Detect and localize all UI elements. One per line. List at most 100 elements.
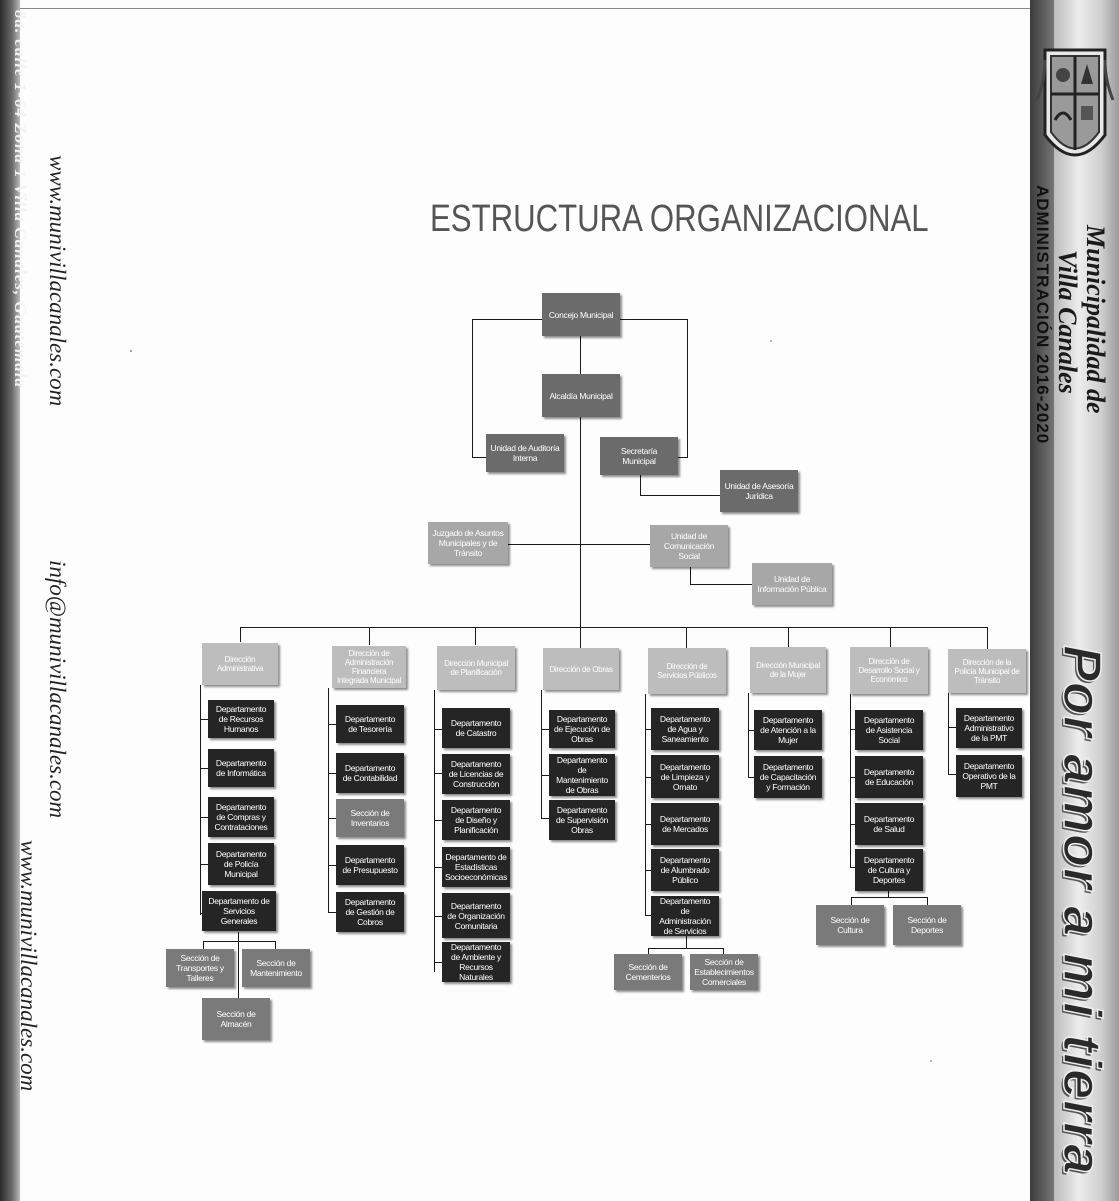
connector (328, 773, 336, 774)
administration-text: ADMINISTRACIÓN 2016-2020 (1033, 185, 1052, 445)
connector (240, 627, 241, 642)
department-box: Departamento de Ejecución de Obras (549, 710, 615, 748)
connector (686, 935, 687, 949)
section-box: Sección de Deportes (893, 905, 961, 945)
connector (645, 824, 651, 825)
connector (580, 336, 581, 628)
connector (850, 777, 855, 778)
connector (890, 627, 891, 647)
connector (927, 897, 928, 905)
connector (948, 774, 956, 775)
municipal-crest-icon (1035, 48, 1115, 157)
section-box: Sección de Mantenimiento (242, 949, 310, 987)
department-box: Departamento de Compras y Contrataciones (208, 797, 274, 837)
department-box: Departamento de Administración de Servic… (651, 896, 719, 936)
department-box: Departamento Administrativo de la PMT (956, 708, 1022, 748)
connector (541, 775, 549, 776)
connector (328, 724, 336, 725)
slogan-text: Por amor a mi tierra (1051, 644, 1113, 1176)
section-box: Sección de Inventarios (336, 799, 404, 837)
connector (434, 773, 442, 774)
connector (678, 457, 688, 458)
department-box: Departamento Operativo de la PMT (956, 755, 1022, 797)
connector (648, 948, 724, 949)
email-text: info@munivillacanales.com (45, 560, 70, 819)
connector (645, 915, 651, 916)
banner-dark-band (1030, 0, 1054, 1201)
org-box-concejo: Concejo Municipal (542, 293, 620, 336)
connector (686, 627, 687, 648)
connector (200, 768, 208, 769)
direction-mujer: Dirección Municipal de la Mujer (750, 647, 826, 693)
connector (788, 627, 789, 647)
department-box: Departamento de Limpieza y Ornato (651, 755, 719, 798)
speck (770, 340, 772, 342)
connector (640, 470, 641, 495)
department-box: Departamento de Organización Comunitaria (442, 893, 510, 938)
org-box-informacion: Unidad de Información Pública (752, 563, 832, 605)
org-box-auditoria: Unidad de Auditoría Interna (486, 434, 564, 472)
connector (987, 627, 988, 649)
connector (200, 817, 208, 818)
direction-desarrollo-social: Dirección de Desarrollo Social y Económi… (850, 647, 928, 694)
org-box-comunicacion: Unidad de Comunicación Social (650, 525, 728, 567)
connector (434, 690, 435, 972)
speck (930, 1060, 932, 1062)
website-text-repeat: www.munivillacanales.com (16, 840, 41, 1092)
connector (328, 912, 336, 913)
department-box: Departamento de Salud (855, 803, 923, 845)
connector (434, 867, 442, 868)
direction-financiera: Dirección de Administración Financiera I… (332, 646, 406, 688)
section-box: Sección de Transportes y Talleres (166, 949, 234, 987)
connector (434, 962, 442, 963)
connector (748, 693, 749, 778)
connector (690, 584, 752, 585)
chart-title: ESTRUCTURA ORGANIZACIONAL (430, 198, 929, 240)
connector (238, 932, 239, 998)
left-edge-strip: 8a. calle 1-64 Zona 1 Villa Canales, Gua… (0, 0, 30, 1201)
connector (851, 897, 928, 898)
department-box: Departamento de Servicios Generales (202, 891, 276, 931)
org-box-alcaldia: Alcaldía Municipal (542, 374, 620, 417)
org-box-asesoria: Unidad de Asesoría Jurídica (720, 470, 798, 512)
section-box: Sección de Almacén (202, 998, 270, 1040)
connector (888, 890, 889, 898)
org-box-juzgado: Juzgado de Asuntos Municipales y de Trán… (428, 522, 508, 564)
connector (687, 319, 688, 458)
connector (748, 777, 754, 778)
direction-policia-transito: Dirección de la Policía Municipal de Trá… (948, 649, 1026, 693)
speck (130, 350, 132, 352)
department-box: Departamento de Presupuesto (336, 845, 404, 885)
connector (328, 688, 329, 913)
connector (434, 916, 442, 917)
connector (328, 865, 336, 866)
department-box: Departamento de Mercados (651, 803, 719, 845)
department-box: Departamento de Policía Municipal (208, 843, 274, 885)
connector (850, 729, 855, 730)
connector (690, 563, 691, 585)
department-box: Departamento de Supervisión Obras (549, 800, 615, 840)
department-box: Departamento de Agua y Saneamiento (651, 708, 719, 750)
connector (850, 824, 855, 825)
connector (948, 727, 956, 728)
right-banner (1030, 0, 1119, 1201)
connector (200, 719, 208, 720)
connector (434, 729, 442, 730)
connector (541, 690, 542, 818)
department-box: Departamento de Atención a la Mujer (754, 710, 822, 750)
connector (369, 627, 370, 645)
connector (472, 319, 473, 458)
department-box: Departamento de Recursos Humanos (208, 700, 274, 738)
department-box: Departamento de Alumbrado Público (651, 849, 719, 891)
direction-administrativa: Dirección Administrativa (202, 643, 278, 685)
direction-planificacion: Dirección Municipal de Planificación (437, 646, 515, 690)
section-box: Sección de Cultura (816, 905, 884, 945)
department-box: Departamento de Contabilidad (336, 753, 404, 793)
department-box: Departamento de Informática (208, 749, 274, 787)
connector (645, 729, 651, 730)
department-box: Departamento de Capacitación y Formación (754, 756, 822, 798)
department-box: Departamento de Ambiente y Recursos Natu… (442, 942, 510, 982)
connector (948, 693, 949, 775)
connector (851, 897, 852, 905)
